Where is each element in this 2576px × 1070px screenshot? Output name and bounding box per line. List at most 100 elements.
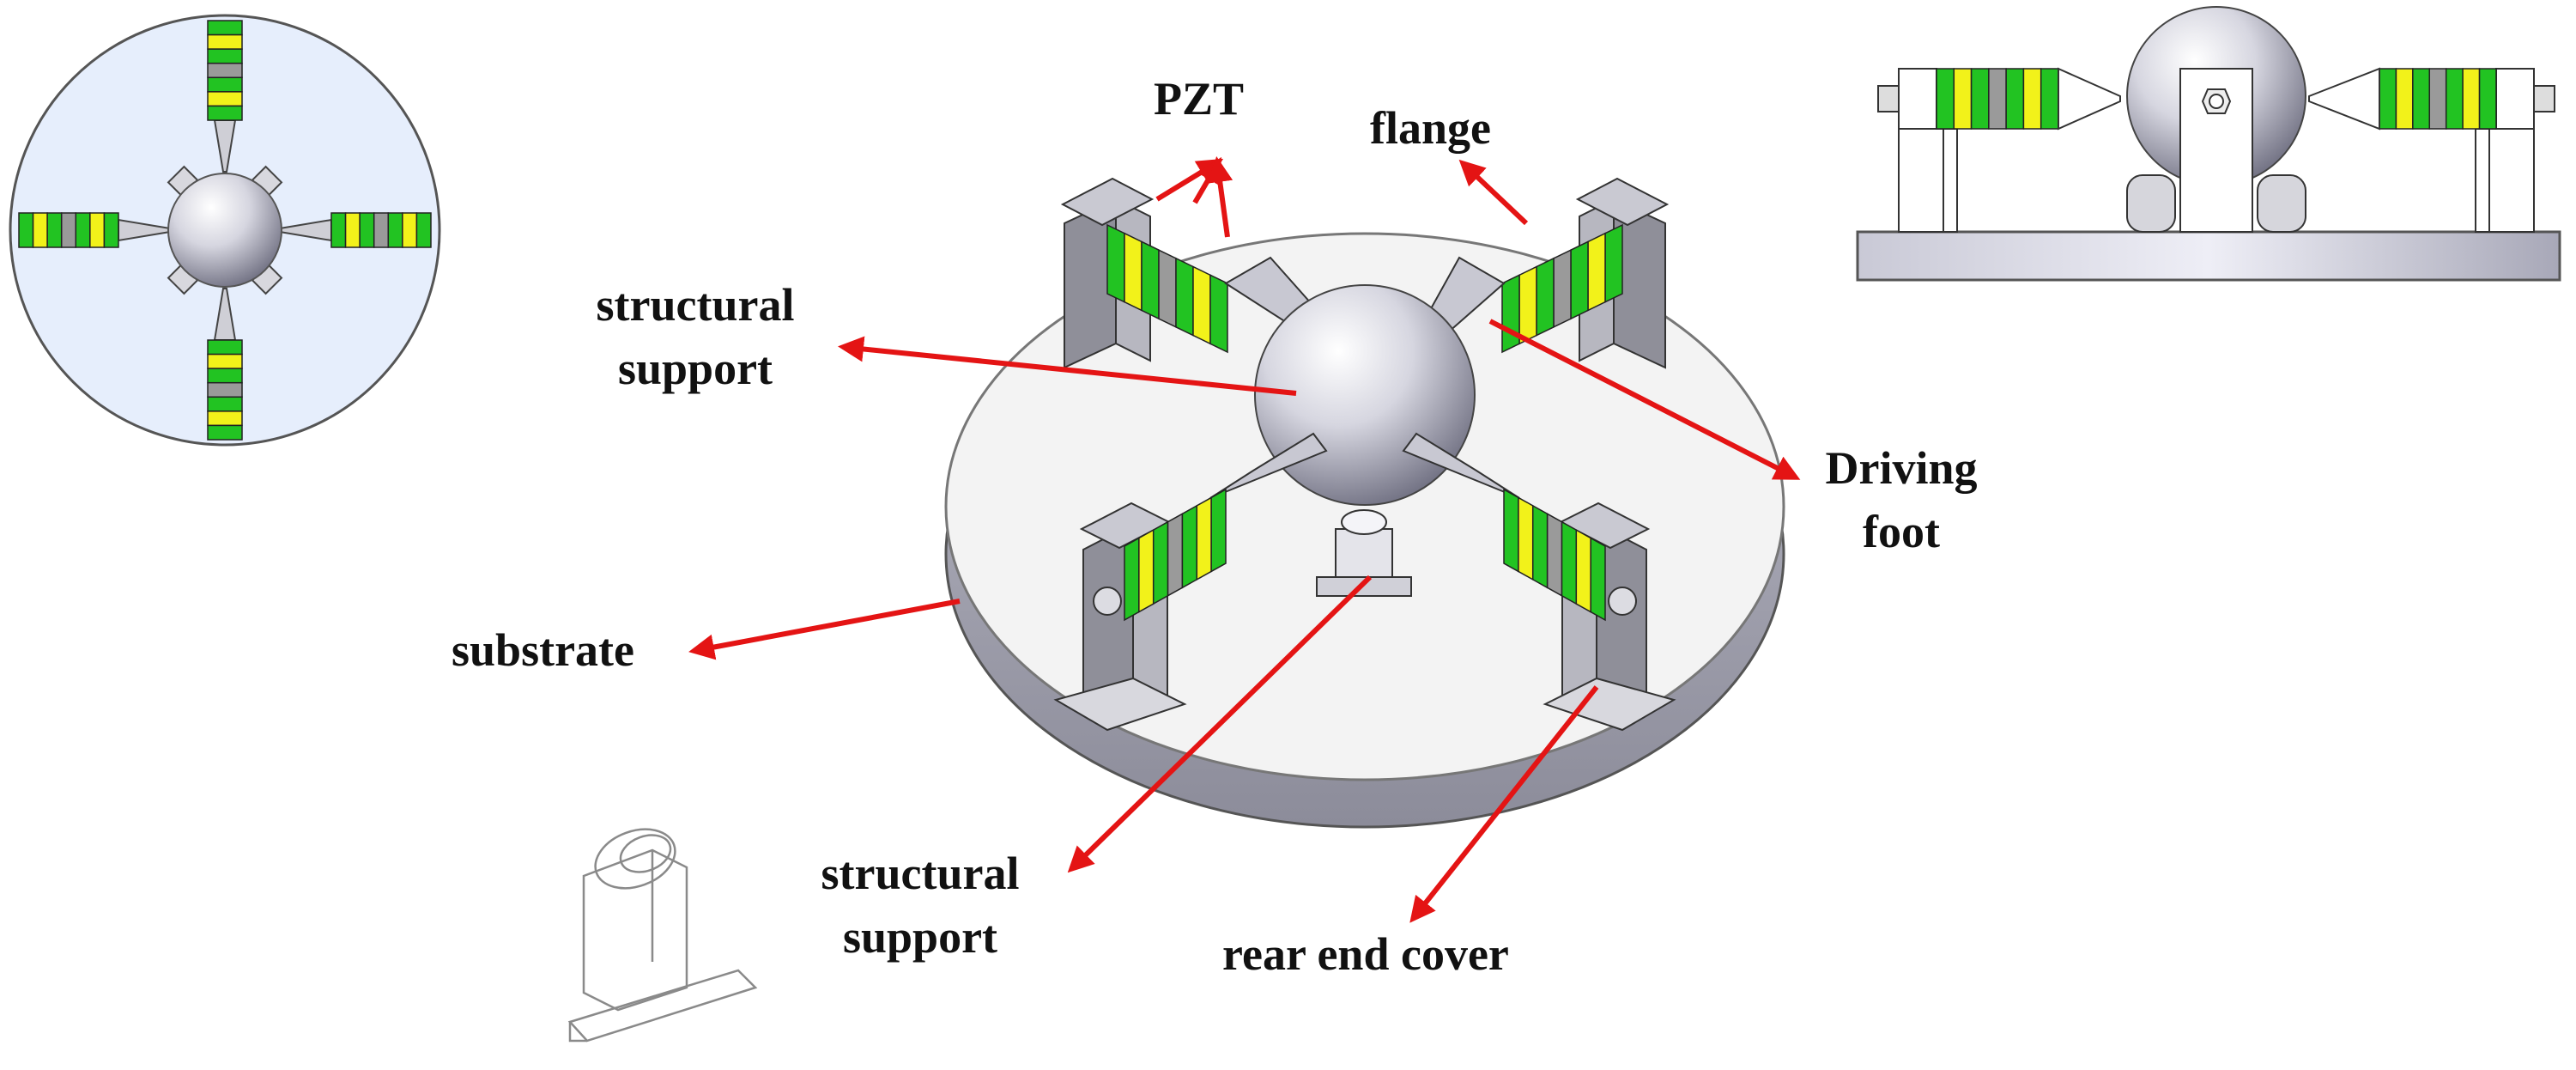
top-view-pzt-bottom xyxy=(207,339,243,441)
support-detail-sketch xyxy=(567,828,758,1043)
pzt-layer xyxy=(207,368,243,384)
pzt-layer xyxy=(2005,68,2025,130)
detail-base xyxy=(567,969,758,1043)
pzt-layer xyxy=(75,212,91,248)
pzt-stack-back-left xyxy=(1106,223,1228,354)
top-view-pzt-right xyxy=(330,212,432,248)
arrow-pzt-3 xyxy=(1207,156,1233,238)
pzt-layer xyxy=(1518,265,1537,345)
pzt-layer xyxy=(2478,68,2497,130)
arrow-flange xyxy=(1458,159,1529,226)
pzt-layer xyxy=(1124,537,1140,622)
arm-foot xyxy=(1053,677,1187,732)
side-view-right-support xyxy=(2488,128,2535,233)
label-driving-foot-line2: foot xyxy=(1863,506,1940,557)
pzt-layer xyxy=(1106,223,1125,303)
top-view xyxy=(9,14,441,447)
arrow-driving-foot xyxy=(1488,319,1801,480)
side-view-right-pzt xyxy=(2379,68,2497,130)
label-pzt: PZT xyxy=(1154,73,1245,125)
pzt-layer xyxy=(1604,223,1623,303)
pzt-layer xyxy=(103,212,119,248)
label-structural-support-lower-line1: structural xyxy=(821,848,1020,899)
top-view-pzt-top xyxy=(207,20,243,121)
label-structural-support-lower-line2: support xyxy=(842,911,998,963)
pzt-layer xyxy=(207,396,243,412)
pzt-layer xyxy=(2462,68,2481,130)
arm-foot xyxy=(1543,677,1676,732)
pzt-layer xyxy=(1196,496,1212,581)
pzt-layer xyxy=(1570,240,1589,320)
bolt-icon xyxy=(1608,587,1637,616)
pzt-layer xyxy=(207,33,243,50)
side-view-left-bolt xyxy=(1877,85,1900,112)
label-flange: flange xyxy=(1370,102,1491,154)
arrow-structural-support-upper xyxy=(838,336,1297,396)
pzt-layer xyxy=(207,48,243,64)
side-view-right-horn xyxy=(2308,67,2380,131)
pzt-layer xyxy=(1936,68,1955,130)
pzt-layer xyxy=(1546,513,1563,597)
pzt-layer xyxy=(1553,248,1572,329)
pzt-layer xyxy=(1138,528,1155,613)
pzt-layer xyxy=(1587,232,1606,312)
pzt-stack-back-right xyxy=(1501,223,1623,354)
pzt-layer xyxy=(1501,274,1520,354)
center-structural-support xyxy=(1316,509,1412,597)
pzt-layer xyxy=(1518,496,1534,581)
pzt-layer xyxy=(1141,240,1160,320)
arm-flange xyxy=(1575,177,1670,227)
pzt-layer xyxy=(207,105,243,121)
pzt-layer xyxy=(1209,274,1228,354)
side-view-right-flange xyxy=(2495,68,2535,130)
pzt-layer xyxy=(18,212,34,248)
pzt-layer xyxy=(2445,68,2464,130)
side-view-left-support xyxy=(1943,128,1958,233)
pzt-layer xyxy=(1152,520,1169,605)
pzt-layer xyxy=(373,212,390,248)
pzt-layer xyxy=(2395,68,2414,130)
pzt-layer xyxy=(207,410,243,427)
actuator-arm-front-right xyxy=(1402,432,1676,732)
pzt-layer xyxy=(1503,488,1519,573)
pzt-layer xyxy=(1988,68,2007,130)
pzt-layer xyxy=(1970,68,1990,130)
pzt-layer xyxy=(344,212,361,248)
pzt-layer xyxy=(1175,257,1194,337)
pzt-layer xyxy=(1158,248,1177,329)
arm-horn xyxy=(1209,432,1328,499)
pzt-layer xyxy=(402,212,418,248)
pzt-layer xyxy=(2022,68,2042,130)
arrow-substrate xyxy=(688,599,961,660)
detail-base-edge xyxy=(568,1022,587,1043)
pzt-layer xyxy=(1192,265,1211,345)
pzt-layer xyxy=(415,212,432,248)
pzt-layer xyxy=(2040,68,2059,130)
actuator-arm-back-right xyxy=(1415,177,1670,369)
pzt-layer xyxy=(2428,68,2447,130)
pzt-layer xyxy=(1531,504,1549,589)
detail-cap xyxy=(594,828,676,890)
detail-upright xyxy=(582,848,688,1012)
side-view xyxy=(1856,6,2561,282)
detail-cap-inner xyxy=(619,834,672,873)
arrow-rear-end-cover xyxy=(1409,685,1599,923)
label-structural-support-upper-line2: support xyxy=(617,343,773,394)
side-view-base xyxy=(1856,230,2561,282)
pzt-layer xyxy=(330,212,347,248)
pzt-layer xyxy=(207,76,243,93)
pzt-layer xyxy=(1536,257,1555,337)
label-structural-support-lower: structural support xyxy=(791,842,1049,969)
pzt-layer xyxy=(60,212,77,248)
side-view-right-support xyxy=(2475,128,2490,233)
pzt-layer xyxy=(1181,504,1198,589)
side-view-left-support xyxy=(1898,128,1944,233)
pzt-layer xyxy=(207,91,243,107)
label-substrate: substrate xyxy=(452,624,634,676)
label-structural-support-upper-line1: structural xyxy=(596,279,795,331)
pzt-layer xyxy=(359,212,375,248)
callout-arrows xyxy=(688,156,1801,923)
top-view-pzt-left xyxy=(18,212,119,248)
